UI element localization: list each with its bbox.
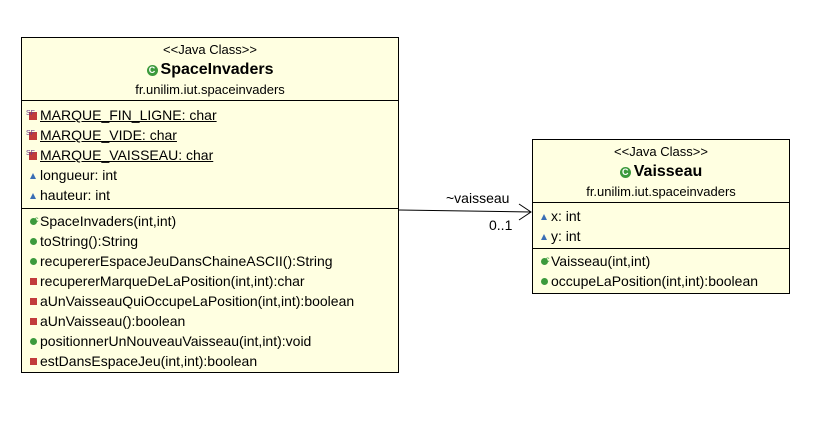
attribute-row[interactable]: longueur: int [22, 165, 398, 185]
package-field-icon [30, 193, 36, 199]
package-name: fr.unilim.iut.spaceinvaders [135, 82, 285, 97]
class-icon: C [619, 167, 631, 178]
attribute-text: hauteur: int [40, 187, 111, 203]
attributes-section: MARQUE_FIN_LIGNE: char MARQUE_VIDE: char… [22, 100, 398, 208]
method-row[interactable]: recupererMarqueDeLaPosition(int,int):cha… [22, 271, 398, 291]
method-text: recupererEspaceJeuDansChaineASCII():Stri… [40, 253, 333, 269]
method-row[interactable]: aUnVaisseau():boolean [22, 311, 398, 331]
attribute-text: x: int [551, 208, 581, 224]
attribute-row[interactable]: x: int [533, 206, 789, 226]
method-text: recupererMarqueDeLaPosition(int,int):cha… [40, 273, 305, 289]
stereotype: <<Java Class>> [614, 144, 708, 159]
methods-section: SpaceInvaders(int,int) toString():String… [22, 208, 398, 371]
arrowhead [518, 203, 532, 221]
attribute-row[interactable]: MARQUE_VIDE: char [22, 124, 398, 145]
method-row[interactable]: SpaceInvaders(int,int) [22, 210, 398, 231]
method-text: aUnVaisseau():boolean [40, 313, 186, 329]
method-text: toString():String [40, 233, 139, 249]
method-row[interactable]: occupeLaPosition(int,int):boolean [533, 271, 789, 291]
package-name: fr.unilim.iut.spaceinvaders [586, 184, 736, 199]
method-row[interactable]: Vaisseau(int,int) [533, 250, 789, 271]
association-line [398, 209, 532, 213]
package-field-icon [30, 173, 36, 179]
attribute-row[interactable]: y: int [533, 226, 789, 246]
method-row[interactable]: toString():String [22, 231, 398, 251]
association-multiplicity: 0..1 [489, 217, 513, 233]
static-final-private-icon [26, 124, 37, 144]
stereotype: <<Java Class>> [163, 42, 257, 57]
association-role: ~vaisseau [446, 190, 510, 206]
methods-section: Vaisseau(int,int) occupeLaPosition(int,i… [533, 248, 789, 291]
attribute-text: MARQUE_VIDE: char [40, 127, 177, 143]
constructor-icon [29, 210, 39, 230]
method-text: SpaceInvaders(int,int) [40, 213, 177, 229]
attribute-row[interactable]: MARQUE_FIN_LIGNE: char [22, 104, 398, 125]
attribute-text: MARQUE_VAISSEAU: char [40, 147, 214, 163]
attribute-row[interactable]: hauteur: int [22, 185, 398, 205]
method-text: occupeLaPosition(int,int):boolean [551, 273, 759, 289]
method-text: Vaisseau(int,int) [551, 253, 651, 269]
method-text: estDansEspaceJeu(int,int):boolean [40, 353, 258, 369]
static-final-private-icon [26, 104, 37, 124]
public-method-icon [29, 338, 37, 345]
package-field-icon [541, 234, 547, 240]
class-icon: C [146, 65, 158, 76]
private-method-icon [29, 278, 37, 285]
attribute-row[interactable]: MARQUE_VAISSEAU: char [22, 144, 398, 165]
package-field-icon [541, 214, 547, 220]
private-method-icon [29, 298, 37, 305]
method-text: aUnVaisseauQuiOccupeLaPosition(int,int):… [40, 293, 355, 309]
constructor-icon [540, 250, 550, 270]
private-method-icon [29, 358, 37, 365]
method-row[interactable]: aUnVaisseauQuiOccupeLaPosition(int,int):… [22, 291, 398, 311]
public-method-icon [29, 238, 37, 245]
private-method-icon [29, 318, 37, 325]
attribute-text: y: int [551, 228, 581, 244]
public-method-icon [29, 258, 37, 265]
class-name: Vaisseau [633, 163, 703, 180]
attributes-section: x: int y: int [533, 202, 789, 248]
method-row[interactable]: recupererEspaceJeuDansChaineASCII():Stri… [22, 251, 398, 271]
public-method-icon [540, 278, 548, 285]
attribute-text: longueur: int [40, 167, 118, 183]
method-row[interactable]: estDansEspaceJeu(int,int):boolean [22, 351, 398, 371]
method-text: positionnerUnNouveauVaisseau(int,int):vo… [40, 333, 312, 349]
class-name: SpaceInvaders [160, 61, 274, 78]
method-row[interactable]: positionnerUnNouveauVaisseau(int,int):vo… [22, 331, 398, 351]
static-final-private-icon [26, 144, 37, 164]
attribute-text: MARQUE_FIN_LIGNE: char [40, 107, 217, 123]
